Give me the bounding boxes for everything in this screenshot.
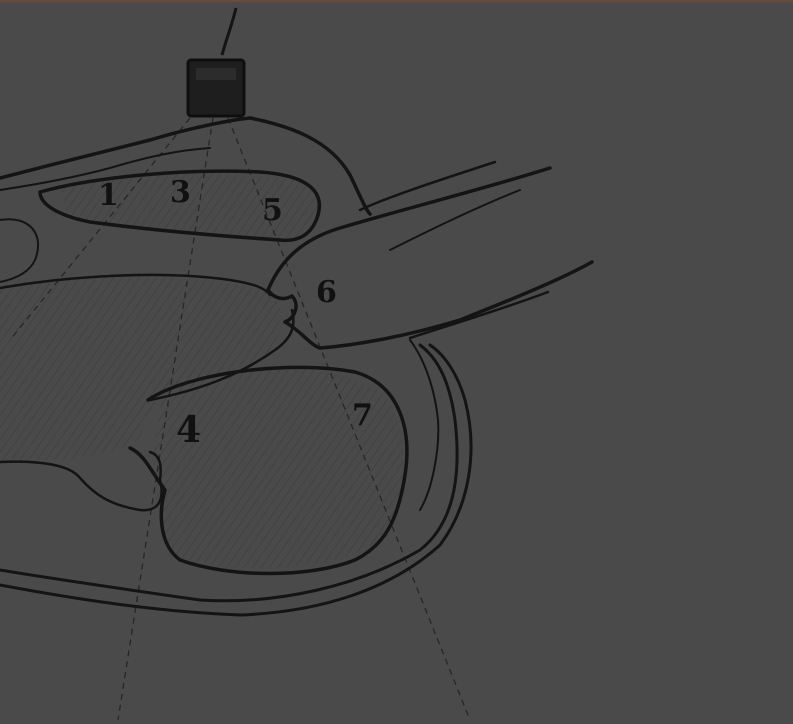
instrument-shaft-line xyxy=(390,190,520,250)
ultrasound-transducer-icon xyxy=(188,8,244,116)
left-lobe-outline xyxy=(0,452,162,510)
label-3: 3 xyxy=(170,175,191,210)
label-4: 4 xyxy=(176,409,201,451)
left-edge-line xyxy=(0,219,38,282)
instrument-lower-edge xyxy=(320,262,592,348)
label-5: 5 xyxy=(262,193,283,228)
instrument-lower-edge-2 xyxy=(410,292,548,338)
instrument xyxy=(268,162,592,348)
probe-highlight xyxy=(196,68,236,80)
inner-tissue-curve xyxy=(410,340,438,510)
probe-cable xyxy=(222,8,236,55)
label-1: 1 xyxy=(98,178,119,213)
label-7: 7 xyxy=(352,398,373,433)
label-6: 6 xyxy=(316,275,337,310)
